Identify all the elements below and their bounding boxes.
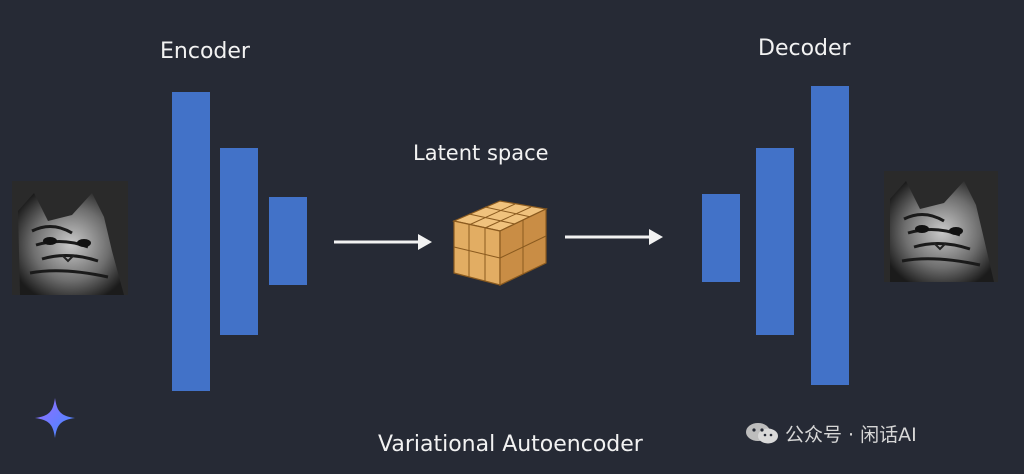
encoder-layer-2 — [220, 148, 258, 335]
latent-space-title: Latent space — [413, 141, 549, 165]
watermark-text: 公众号 · 闲话AI — [785, 423, 917, 446]
encoder-layer-1 — [172, 92, 210, 391]
diagram-caption: Variational Autoencoder — [378, 432, 643, 457]
arrow-right-icon — [565, 229, 663, 245]
encoder-title: Encoder — [160, 39, 250, 64]
decoder-layer-2 — [756, 148, 794, 335]
cat-image-icon — [884, 171, 998, 282]
decoder-title: Decoder — [758, 36, 851, 61]
encoder-layer-3 — [269, 197, 307, 285]
decoder-layer-3 — [811, 86, 849, 385]
watermark: 公众号 · 闲话AI — [745, 422, 917, 446]
input-image — [12, 181, 128, 295]
decoder-layer-1 — [702, 194, 740, 282]
cat-image-icon — [12, 181, 128, 295]
arrow-right-icon — [334, 234, 432, 250]
sparkle-icon — [35, 398, 75, 438]
latent-cube-icon — [452, 200, 548, 286]
wechat-icon — [746, 423, 778, 444]
output-image — [884, 171, 998, 282]
